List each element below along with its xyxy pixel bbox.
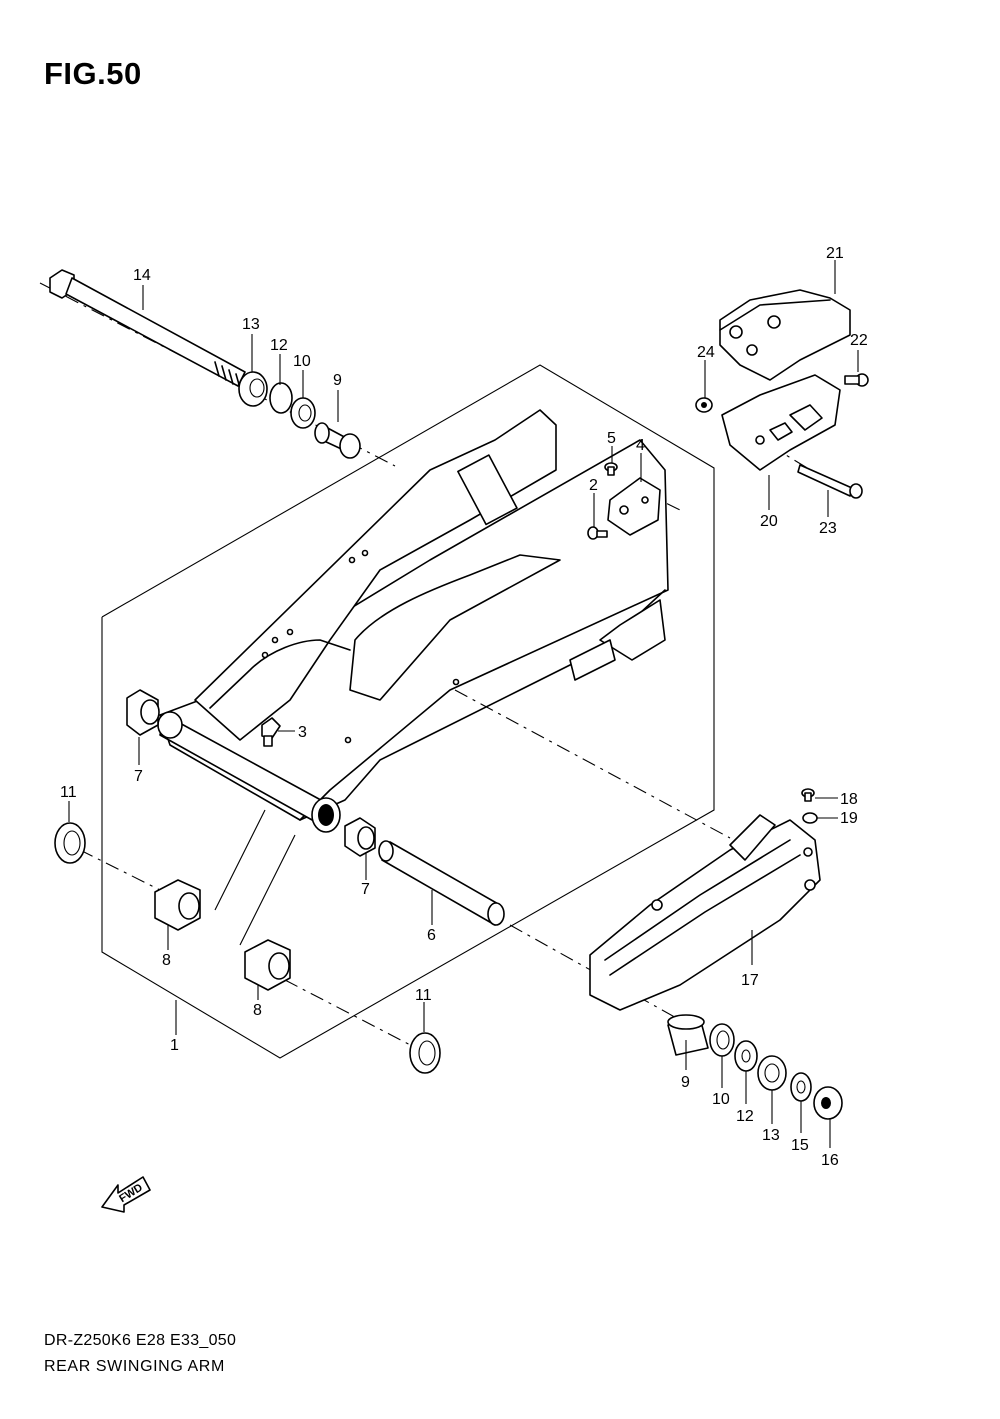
axle-axis-line [454, 689, 731, 839]
chain-slider [589, 814, 821, 1011]
callout-12: 12 [270, 337, 288, 354]
slider-washer [802, 812, 818, 824]
link-bearing-upper [154, 879, 201, 931]
dust-seal-right [409, 1032, 441, 1074]
callout-5: 5 [607, 430, 616, 447]
grease-nipple [261, 717, 281, 747]
rear-cap-nut [813, 1086, 843, 1120]
diagram-caption: REAR SWINGING ARM [44, 1358, 225, 1375]
callout-24: 24 [697, 344, 715, 361]
dust-seal-left [54, 822, 86, 864]
rear-washer [734, 1040, 758, 1072]
pivot-axis-line-lower [79, 849, 201, 911]
callout-6: 6 [427, 927, 436, 944]
callout-labels: 14 13 12 10 9 5 4 2 3 7 7 6 8 8 11 11 1 … [60, 245, 868, 1169]
callout-21: 21 [826, 245, 844, 262]
callout-16: 16 [821, 1152, 839, 1169]
chain-buffer-bracket [607, 477, 661, 536]
callout-9-rear: 9 [681, 1074, 690, 1091]
pivot-bearing-right [344, 817, 376, 857]
bracket-bolt [587, 526, 608, 540]
callout-17: 17 [741, 972, 759, 989]
pivot-washer [269, 382, 293, 414]
callout-1: 1 [170, 1037, 179, 1054]
rear-seal [709, 1023, 735, 1057]
callout-8-upper: 8 [162, 952, 171, 969]
pivot-collar [378, 840, 505, 926]
pivot-bearing-left [126, 689, 160, 736]
link-bearing-lower [244, 939, 291, 991]
guide-nut [695, 397, 713, 413]
callout-13-rear: 13 [762, 1127, 780, 1144]
rear-spring-washer [790, 1072, 812, 1102]
fwd-arrow-icon: FWD [101, 1176, 151, 1213]
rear-nut [757, 1055, 787, 1091]
callout-7-right: 7 [361, 881, 370, 898]
leader-lines [68, 260, 859, 1148]
callout-11-right: 11 [415, 987, 432, 1004]
callout-2: 2 [589, 477, 598, 494]
guide-bolt-long [797, 464, 863, 499]
callout-8-lower: 8 [253, 1002, 262, 1019]
swing-arm-body [157, 409, 669, 833]
assembly-group-outline [101, 364, 715, 1059]
callout-15: 15 [791, 1137, 809, 1154]
callout-19: 19 [840, 810, 858, 827]
callout-13: 13 [242, 316, 260, 333]
rear-spacer [667, 1014, 709, 1056]
figure-title: FIG.50 [44, 56, 142, 91]
callout-10-rear: 10 [712, 1091, 730, 1108]
callout-23: 23 [819, 520, 837, 537]
callout-20: 20 [760, 513, 778, 530]
pivot-seal [290, 397, 316, 429]
pivot-bolt [49, 269, 246, 389]
callout-18: 18 [840, 791, 858, 808]
callout-11-left: 11 [60, 784, 77, 801]
pivot-axis-line-lower-right [284, 979, 421, 1051]
chain-guide-plate [721, 374, 841, 471]
callout-7-left: 7 [134, 768, 143, 785]
bracket-screw [604, 462, 618, 476]
callout-22: 22 [850, 332, 868, 349]
model-code: DR-Z250K6 E28 E33_050 [44, 1332, 237, 1349]
chain-guide-upper [719, 289, 851, 381]
callout-10: 10 [293, 353, 311, 370]
callout-12-rear: 12 [736, 1108, 754, 1125]
pivot-nut [238, 371, 268, 407]
pivot-spacer [314, 422, 361, 459]
callout-4: 4 [636, 437, 645, 454]
guide-bolt-short [844, 373, 869, 387]
callout-9: 9 [333, 372, 342, 389]
slider-screw [801, 788, 815, 802]
callout-14: 14 [133, 267, 151, 284]
callout-3: 3 [298, 724, 307, 741]
